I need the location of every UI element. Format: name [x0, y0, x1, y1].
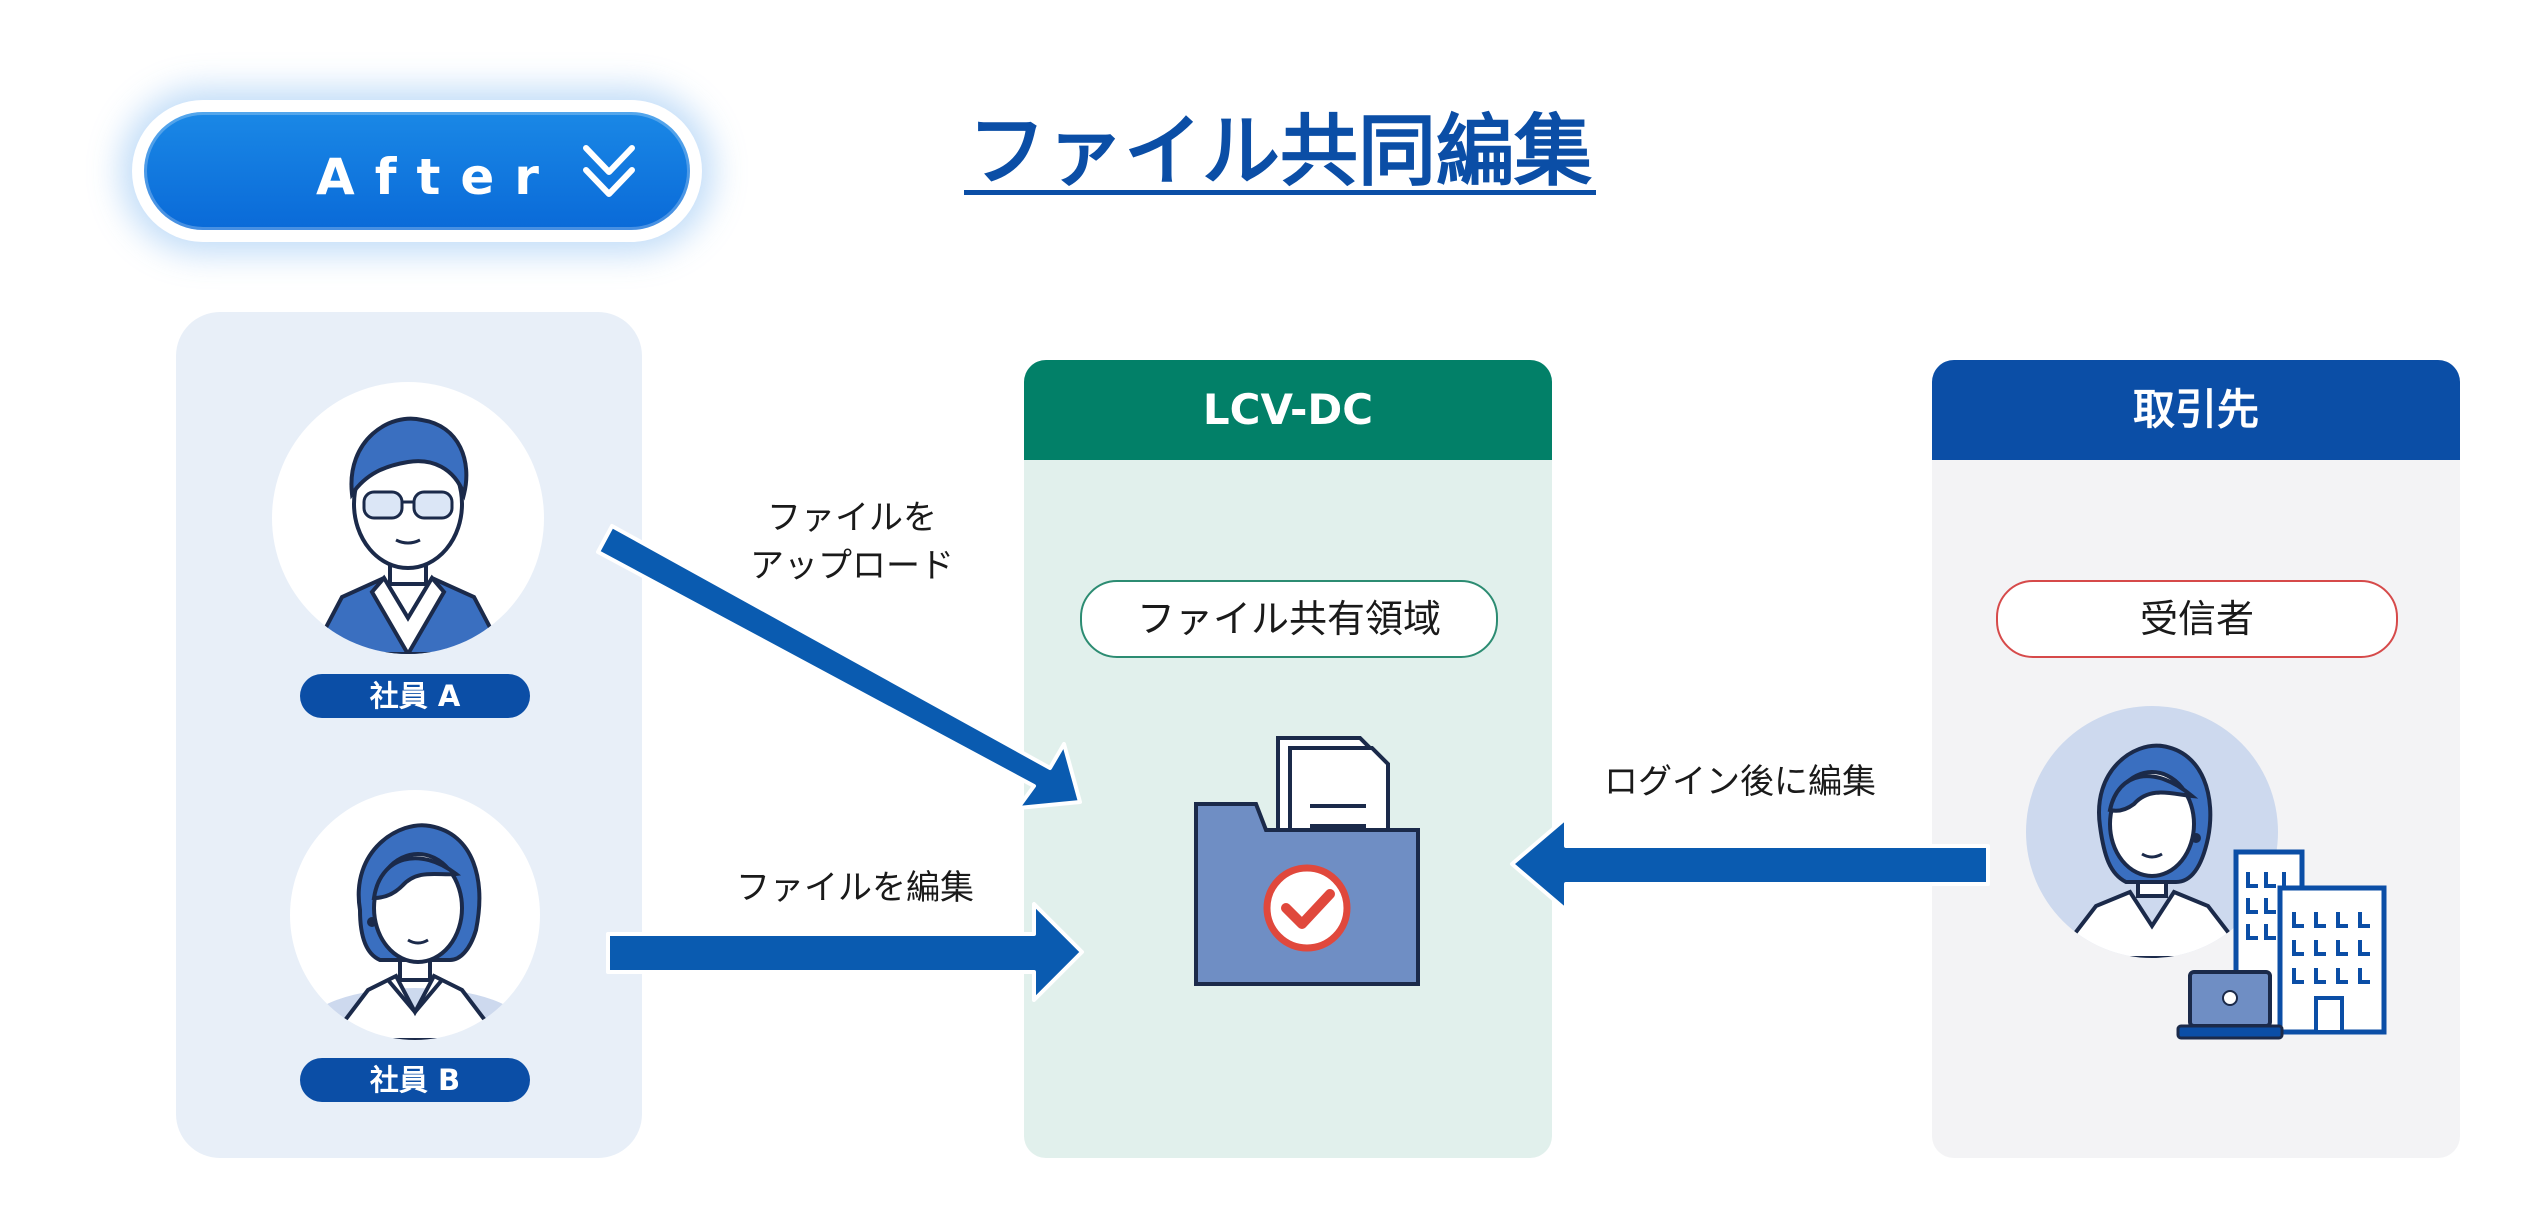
double-chevron-down-icon: [583, 145, 635, 197]
edit-arrow: [606, 902, 1084, 1002]
employee-a-avatar: [272, 382, 544, 654]
upload-arrow: [596, 524, 1082, 810]
shared-folder-icon: [1194, 736, 1420, 986]
login-edit-arrow: [1510, 816, 1990, 912]
employee-a-badge: 社員 A: [300, 674, 530, 718]
after-label: After: [316, 148, 559, 206]
woman-recipient-icon: [2053, 743, 2251, 958]
lcv-dc-header-label: LCV-DC: [1202, 385, 1374, 434]
employee-b-avatar: [290, 790, 540, 1040]
lcv-dc-header: LCV-DC: [1024, 360, 1552, 460]
woman-icon: [305, 823, 525, 1040]
upload-label-line2: アップロード: [750, 546, 954, 586]
file-share-area-chip: ファイル共有領域: [1080, 580, 1498, 658]
upload-arrow-label: ファイルを アップロード: [702, 494, 1002, 590]
lcv-dc-panel: LCV-DC: [1024, 360, 1552, 1158]
title-underline: [964, 190, 1596, 195]
partner-header-label: 取引先: [2132, 385, 2259, 434]
employee-b-badge: 社員 B: [300, 1058, 530, 1102]
edit-arrow-label: ファイルを編集: [736, 868, 974, 908]
page-title: ファイル共同編集: [968, 107, 1593, 197]
upload-label-line1: ファイルを: [767, 498, 937, 538]
man-with-glasses-icon: [309, 416, 507, 654]
partner-header: 取引先: [1932, 360, 2460, 460]
recipient-chip: 受信者: [1996, 580, 2398, 658]
after-badge: After: [132, 100, 702, 242]
office-building-laptop-icon: [2176, 849, 2387, 1040]
login-edit-arrow-label: ログイン後に編集: [1604, 762, 1876, 802]
